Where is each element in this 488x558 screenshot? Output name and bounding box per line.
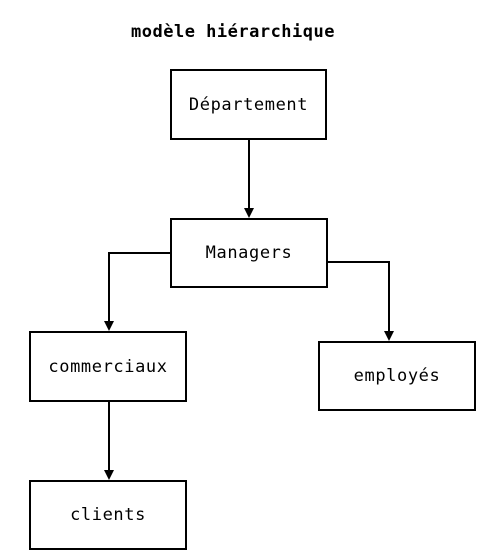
node-commerciaux-label: commerciaux <box>48 356 168 377</box>
node-managers-label: Managers <box>205 243 293 263</box>
diagram-title: modèle hiérarchique <box>131 22 335 42</box>
node-clients-label: clients <box>70 505 146 525</box>
node-managers: Managers <box>170 218 328 288</box>
node-departement-label: Département <box>188 94 309 115</box>
node-departement: Département <box>170 69 327 140</box>
edge-managers-employes <box>328 261 394 341</box>
node-employes-label: employés <box>353 366 441 386</box>
node-commerciaux: commerciaux <box>29 331 187 402</box>
node-employes: employés <box>318 341 476 411</box>
edge-managers-commerciaux <box>104 252 170 331</box>
node-clients: clients <box>29 480 187 550</box>
